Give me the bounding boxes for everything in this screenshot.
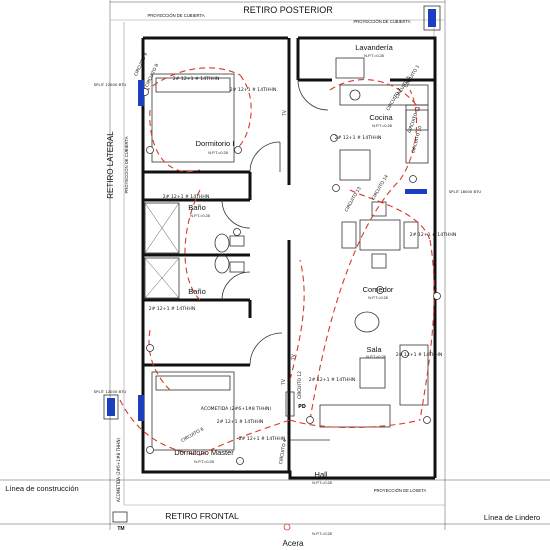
linea-construccion-label: Línea de construcción	[5, 484, 78, 493]
split-unit-master	[138, 395, 144, 421]
circuit-label-10: CIRCUITO 14	[371, 174, 390, 201]
acometida-horizontal: ACOMETIDA (2#6+1#8 THHN)	[201, 406, 272, 412]
circuit-label-6: CIRCUITO 12	[297, 371, 303, 399]
npt-sala: N.P.T.=0.28	[366, 355, 385, 359]
wiring-w8: 2# 12+1 # 14THHN	[309, 377, 356, 383]
tv-label-1: TV	[282, 110, 287, 117]
outlets	[141, 88, 441, 465]
axis-marker	[283, 523, 291, 531]
living-furniture	[319, 311, 429, 428]
linea-lindero-label: Línea de Lindero	[484, 513, 540, 522]
retiro-frontal-label: RETIRO FRONTAL	[165, 511, 239, 521]
room-cocina: Cocina	[369, 113, 393, 122]
wiring-w7: 2# 12+1 # 14THHN	[396, 352, 443, 358]
npt-master: N.P.T.=0.28	[194, 460, 213, 464]
npt-bano1: N.P.T.=0.28	[190, 214, 209, 218]
npt-hall: N.P.T.=0.28	[312, 481, 331, 485]
tm-meter	[112, 511, 128, 523]
split-label-2: SPLIT 18000 BTU	[449, 189, 482, 194]
npt-lavanderia: N.P.T.=0.28	[364, 54, 383, 58]
proyeccion-loseta-label: PROYECCIÓN DE LOSETA	[374, 488, 427, 493]
npt-acera: N.P.T.=0.28	[312, 532, 331, 536]
wiring-w5: 2# 12+1 # 14THHN	[335, 135, 382, 141]
npt-dormitorio1: N.P.T.=0.28	[208, 151, 227, 155]
labels-layer: RETIRO POSTERIOR PROYECCIÓN DE CUBIERTA …	[5, 5, 540, 548]
split-unit-bedroom1	[138, 80, 144, 106]
circuit-label-5: CIRCUITO 13	[344, 186, 363, 213]
pd-label: PD	[298, 404, 306, 410]
room-bano2: Baño	[188, 287, 206, 296]
wiring-w10: 2# 12+1 # 14THHN	[239, 436, 286, 442]
proyeccion-cubierta-lateral-label: PROYECCIÓN DE CUBIERTA	[124, 136, 129, 193]
panel-top-right	[423, 5, 441, 31]
split-label-3: SPLIT 12000 BTU	[94, 389, 127, 394]
kitchen-fixtures	[335, 57, 429, 181]
tv-label-3: TV	[281, 379, 286, 386]
acera-label: Acera	[283, 539, 304, 548]
proyeccion-cubierta-right-label: PROYECCIÓN DE CUBIERTA	[353, 19, 410, 24]
tm-label: TM	[117, 526, 124, 532]
room-lavanderia: Lavandería	[355, 43, 393, 52]
split-unit-kitchen	[405, 189, 427, 194]
wiring-w2: 2# 12+1 # 14THHN	[173, 76, 220, 82]
interior-walls	[143, 38, 435, 472]
room-bano1: Baño	[188, 203, 206, 212]
circuit-label-9: CIRCUITO 6	[180, 426, 205, 444]
retiro-posterior-label: RETIRO POSTERIOR	[243, 5, 333, 15]
beds	[151, 73, 235, 451]
room-dormitorio1: Dormitorio I	[196, 139, 235, 148]
circuit-label-1: CIRCUITO 9	[133, 52, 149, 77]
acometida-vertical: ACOMETIDA (2#6+1#8 THHN)	[116, 438, 121, 503]
room-hall: Hall	[315, 470, 328, 479]
tv-label-2: TV	[291, 354, 296, 361]
circuit-runs	[119, 67, 435, 456]
retiro-lateral-label: RETIRO LATERAL	[106, 131, 115, 199]
dining-table	[341, 201, 419, 269]
panel-left-fill	[107, 398, 115, 416]
proyeccion-cubierta-left-label: PROYECCIÓN DE CUBIERTA	[147, 13, 204, 18]
wiring-w4: 2# 12+1 # 14THHN	[149, 306, 196, 312]
split-label-1: SPLIT 12000 BTU	[94, 82, 127, 87]
npt-bano2: N.P.T.=0.28	[190, 298, 209, 302]
wiring-w6: 2# 12+1 # 14THHN	[410, 232, 457, 238]
npt-comedor: N.P.T.=0.28	[368, 296, 387, 300]
door-swings	[221, 79, 329, 366]
room-dormitorio-master: Dormitorio Master	[174, 448, 234, 457]
wiring-w3: 2# 12+1 # 14THHN	[163, 194, 210, 200]
room-comedor: Comedor	[363, 285, 394, 294]
wiring-w9: 2# 12+1 # 14THHN	[217, 419, 264, 425]
panel-top-right-fill	[428, 9, 436, 27]
npt-cocina: N.P.T.=0.28	[372, 124, 391, 128]
bathroom-fixtures	[144, 202, 245, 299]
room-sala: Sala	[366, 345, 382, 354]
wiring-w1: 2# 12+1 # 14THHN	[230, 87, 277, 93]
panel-left	[103, 394, 119, 420]
circuit-label-11: CIRCUITO 4	[278, 439, 288, 465]
pd-panel	[285, 391, 295, 417]
